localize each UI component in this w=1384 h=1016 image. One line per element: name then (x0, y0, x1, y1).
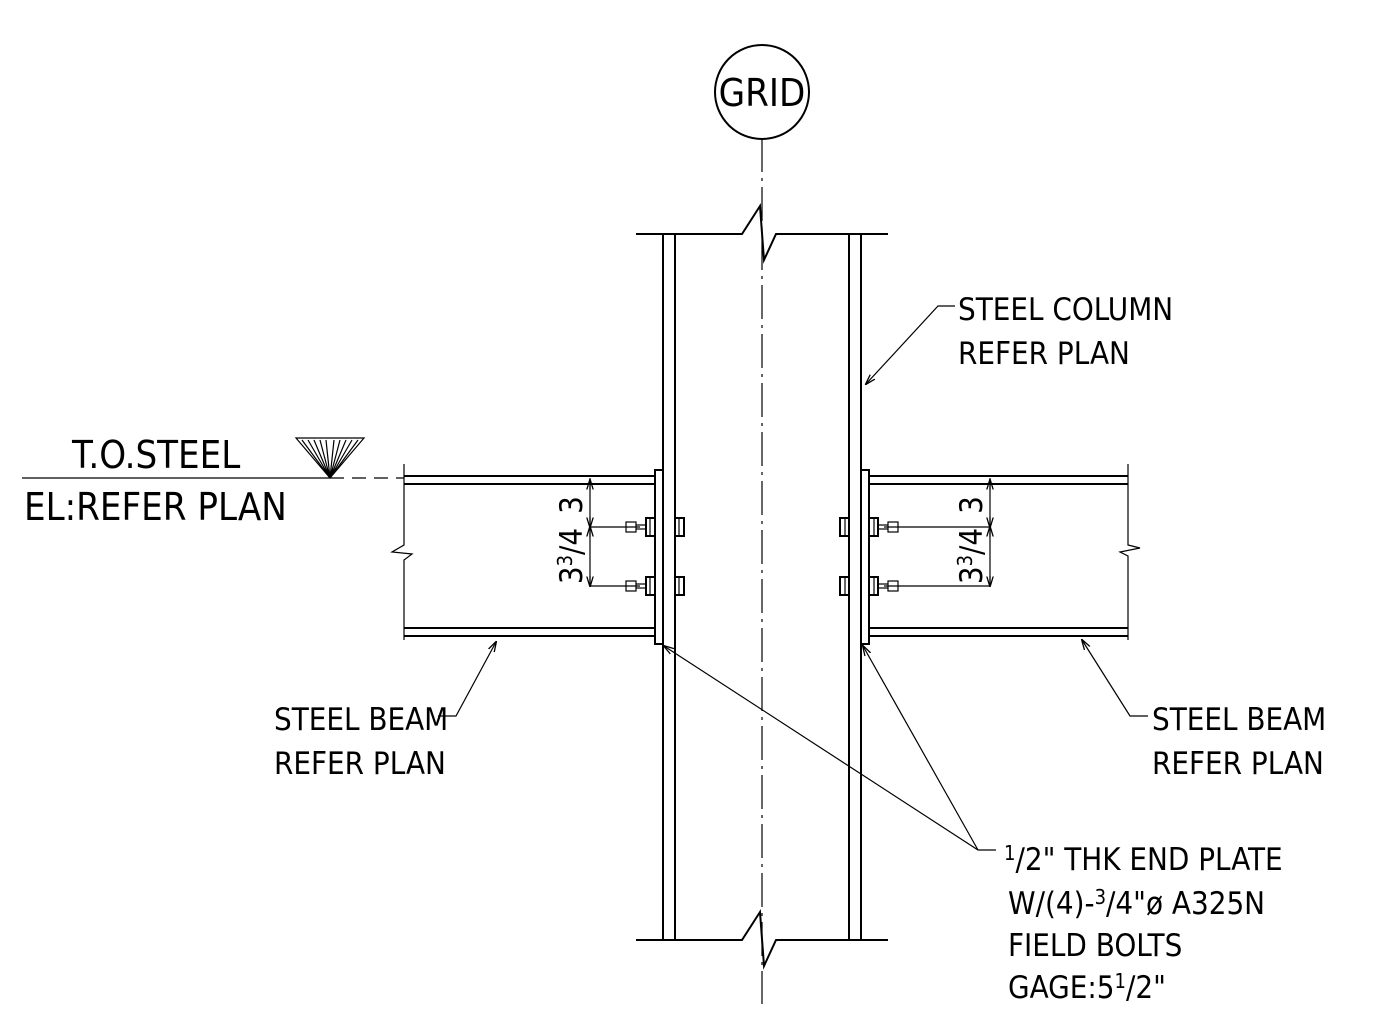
dimension-right: 3 33/4 (884, 478, 990, 586)
plate-note-line3: FIELD BOLTS (1008, 928, 1182, 964)
grid-label: GRID (719, 71, 806, 115)
column-note-line2: REFER PLAN (958, 336, 1130, 372)
elevation-title: T.O.STEEL (71, 433, 240, 477)
plate-note: 1/2" THK END PLATE W/(4)-3/4"ø A325N FIE… (664, 646, 1283, 1006)
beam-note-right-line2: REFER PLAN (1152, 746, 1324, 782)
steel-beam-left (390, 464, 664, 645)
dim-left-spacing: 33/4 (553, 528, 590, 584)
bolt-left-lower (625, 576, 685, 596)
dim-right-top: 3 (954, 496, 990, 514)
steel-beam-right (860, 464, 1141, 645)
dim-right-spacing: 33/4 (953, 528, 990, 584)
beam-note-left: STEEL BEAM REFER PLAN (274, 642, 496, 782)
plate-note-line4: GAGE:51/2" (1008, 969, 1166, 1006)
plate-note-line2: W/(4)-3/4"ø A325N (1008, 885, 1265, 922)
plate-note-line1: 1/2" THK END PLATE (1004, 841, 1283, 878)
column-note: STEEL COLUMN REFER PLAN (866, 292, 1173, 384)
elevation-value: EL:REFER PLAN (24, 485, 287, 529)
beam-note-left-line1: STEEL BEAM (274, 702, 448, 738)
grid-bubble: GRID (714, 44, 810, 140)
bolt-left-upper (625, 517, 685, 537)
elevation-marker: T.O.STEEL EL:REFER PLAN (22, 433, 404, 529)
beam-note-right-line1: STEEL BEAM (1152, 702, 1326, 738)
column-note-line1: STEEL COLUMN (958, 292, 1173, 328)
beam-note-right: STEEL BEAM REFER PLAN (1082, 640, 1326, 782)
beam-note-left-line2: REFER PLAN (274, 746, 446, 782)
dimension-left: 3 33/4 (553, 478, 640, 586)
dim-left-top: 3 (554, 496, 590, 514)
